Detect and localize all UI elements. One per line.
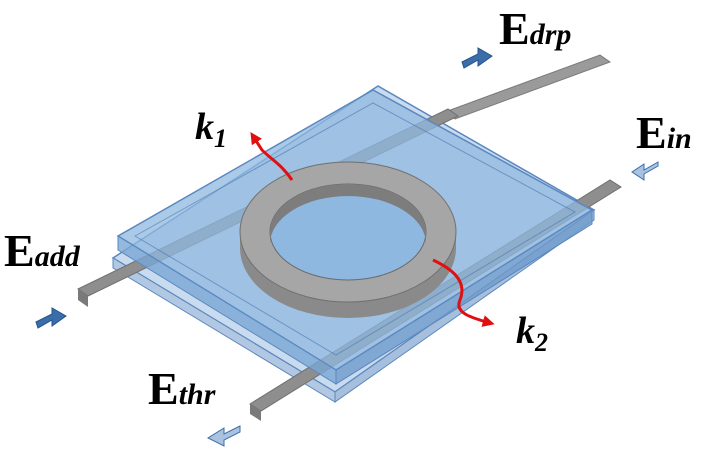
- label-k2-sub: 2: [535, 328, 548, 357]
- label-e-add-main: E: [4, 225, 35, 276]
- label-e-thr-sub: thr: [178, 378, 216, 411]
- label-e-in-main: E: [636, 107, 667, 158]
- label-k2: k2: [516, 312, 548, 356]
- label-e-in-sub: in: [666, 122, 692, 155]
- label-k1-sub: 1: [214, 124, 227, 153]
- label-e-drp-main: E: [499, 3, 530, 54]
- label-e-add: Eadd: [4, 228, 80, 274]
- ring-resonator: [239, 161, 457, 318]
- label-k2-main: k: [516, 310, 535, 352]
- label-k1: k1: [195, 108, 227, 152]
- label-e-in: Ein: [636, 110, 692, 156]
- label-e-add-sub: add: [34, 240, 80, 273]
- label-e-thr-main: E: [148, 363, 179, 414]
- coupling-arrow-icon: [250, 131, 495, 327]
- label-e-thr: Ethr: [148, 366, 215, 412]
- port-arrow-icon: [35, 47, 659, 447]
- label-e-drp: Edrp: [499, 6, 571, 52]
- label-e-drp-sub: drp: [529, 18, 572, 51]
- label-k1-main: k: [195, 106, 214, 148]
